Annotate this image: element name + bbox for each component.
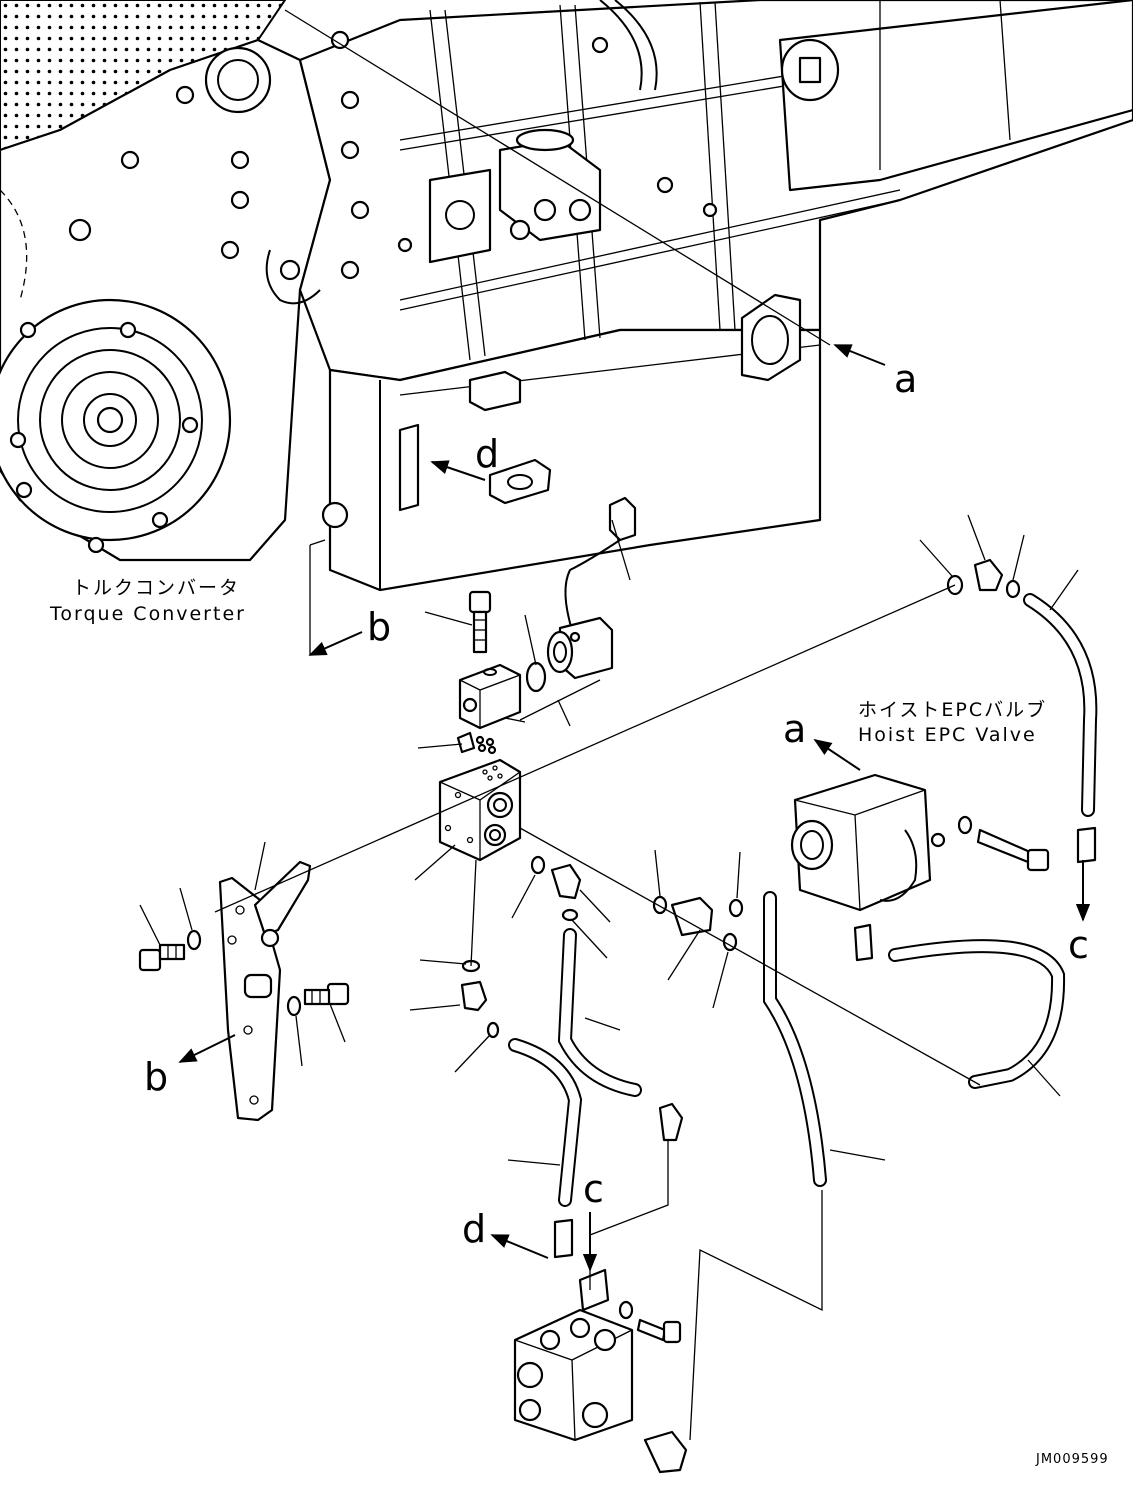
solenoid-assembly	[504, 496, 637, 723]
washer-left	[186, 929, 202, 951]
arrow-a-valve	[813, 739, 861, 771]
engine-mount-flange-a	[740, 293, 802, 382]
hydraulic-hoses	[508, 593, 1098, 1207]
arrow-a-engine	[833, 344, 886, 366]
upper-valve-block	[458, 663, 522, 730]
torque-converter-label-en: Torque Converter	[49, 603, 246, 625]
engine-transmission-assembly	[0, 0, 1133, 592]
label-c-lower: c	[583, 1167, 604, 1211]
leader-lines	[139, 9, 1079, 1441]
arrow-d-lower	[490, 1234, 549, 1259]
main-manifold-block	[438, 758, 522, 862]
solenoid-connector	[608, 496, 637, 542]
bracket-bolt-left	[138, 943, 186, 972]
fittings-and-seals	[460, 558, 1097, 1259]
washer-right	[286, 995, 302, 1017]
transmission-lower-case	[328, 328, 822, 592]
arrow-b-upper	[308, 631, 363, 656]
case-bolts	[321, 30, 718, 529]
lower-valve-block	[513, 1268, 688, 1474]
label-d-upper: d	[475, 432, 499, 476]
housing-bolts	[9, 85, 250, 554]
drawing-code: JM009599	[1035, 1452, 1109, 1467]
label-a-valve: a	[783, 707, 806, 751]
label-c-right: c	[1068, 923, 1089, 967]
solenoid-wire	[564, 539, 621, 631]
label-b-lower: b	[144, 1055, 168, 1099]
bracket-bolt-right	[303, 982, 350, 1006]
hoist-epc-valve-label-jp: ホイストEPCバルブ	[858, 698, 1047, 721]
seal-kit	[456, 731, 497, 755]
label-d-lower: d	[462, 1207, 486, 1251]
label-a-engine: a	[894, 357, 917, 401]
hoist-epc-valve-label-en: Hoist EPC Valve	[858, 724, 1037, 746]
case-mounted-valve	[428, 128, 602, 264]
cover-plate-d	[398, 423, 420, 512]
mounting-bracket	[218, 860, 312, 1122]
mounting-bolt-upper	[468, 590, 492, 654]
reference-arrows	[178, 344, 1091, 1272]
gasket-d	[488, 458, 552, 505]
arrow-b-lower	[178, 1034, 236, 1063]
arrow-d-upper	[430, 460, 486, 481]
hoist-epc-valve	[790, 773, 1050, 912]
torque-converter-label-jp: トルクコンバータ	[72, 577, 240, 599]
o-ring-solenoid	[525, 661, 547, 693]
label-b-upper: b	[367, 605, 391, 649]
